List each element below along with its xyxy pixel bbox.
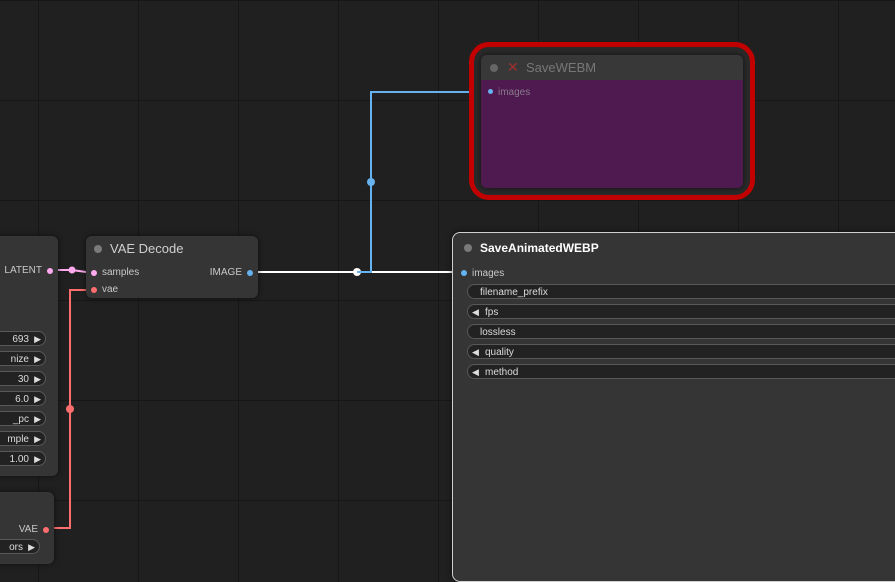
save-webm-title: SaveWEBM bbox=[526, 60, 597, 75]
arrow-right-icon[interactable]: ▶ bbox=[34, 374, 41, 384]
webp-images-input-label: images bbox=[472, 268, 505, 279]
latent-output-dot[interactable] bbox=[47, 268, 53, 274]
denoise-widget[interactable]: 1.00▶ bbox=[0, 451, 46, 466]
webm-images-input-label: images bbox=[498, 87, 531, 98]
save-animated-webp-node[interactable]: SaveAnimatedWEBP images filename_prefix … bbox=[452, 232, 895, 582]
sampler-node[interactable]: LATENT 693▶ nize▶ 30▶ 6.0▶ _pc▶ mple▶ 1.… bbox=[0, 236, 58, 476]
missing-node-x-icon: ✕ bbox=[507, 59, 519, 75]
quality-widget[interactable]: ◀quality bbox=[467, 344, 895, 359]
vae-name-widget[interactable]: ors▶ bbox=[0, 539, 40, 554]
control-after-generate-widget[interactable]: nize▶ bbox=[0, 351, 46, 366]
image-output-dot[interactable] bbox=[247, 270, 253, 276]
collapse-dot-icon[interactable] bbox=[464, 244, 472, 252]
vae-loader-node[interactable]: VAE ors▶ bbox=[0, 492, 54, 564]
seed-widget[interactable]: 693▶ bbox=[0, 331, 46, 346]
vae-input-label: vae bbox=[102, 284, 119, 295]
arrow-right-icon[interactable]: ▶ bbox=[34, 354, 41, 364]
save-webp-title: SaveAnimatedWEBP bbox=[480, 241, 599, 255]
collapse-dot-icon[interactable] bbox=[490, 64, 498, 72]
image-output-label: IMAGE bbox=[209, 267, 242, 278]
latent-output-label: LATENT bbox=[4, 265, 42, 276]
collapse-dot-icon[interactable] bbox=[94, 245, 102, 253]
vae-output-dot[interactable] bbox=[43, 527, 49, 533]
samples-input-label: samples bbox=[102, 267, 140, 278]
arrow-right-icon[interactable]: ▶ bbox=[34, 434, 41, 444]
webm-images-input-dot[interactable] bbox=[488, 89, 493, 94]
arrow-right-icon[interactable]: ▶ bbox=[34, 454, 41, 464]
fps-widget[interactable]: ◀fps bbox=[467, 304, 895, 319]
arrow-right-icon[interactable]: ▶ bbox=[34, 394, 41, 404]
cfg-widget[interactable]: 6.0▶ bbox=[0, 391, 46, 406]
save-webm-node[interactable]: ✕ SaveWEBM images bbox=[481, 55, 743, 188]
vae-output-label: VAE bbox=[18, 524, 38, 535]
latent-link-midpoint bbox=[68, 266, 76, 274]
arrow-right-icon[interactable]: ▶ bbox=[28, 542, 35, 552]
save-webm-title-bar[interactable]: ✕ SaveWEBM bbox=[481, 55, 743, 80]
scheduler-widget[interactable]: mple▶ bbox=[0, 431, 46, 446]
filename-prefix-widget[interactable]: filename_prefix bbox=[467, 284, 895, 299]
steps-widget[interactable]: 30▶ bbox=[0, 371, 46, 386]
vae-input-dot[interactable] bbox=[91, 287, 97, 293]
arrow-left-icon[interactable]: ◀ bbox=[472, 367, 479, 377]
sampler-name-widget[interactable]: _pc▶ bbox=[0, 411, 46, 426]
lossless-widget[interactable]: lossless bbox=[467, 324, 895, 339]
webp-images-input-dot[interactable] bbox=[461, 270, 467, 276]
image-link-webm-midpoint bbox=[367, 178, 375, 186]
arrow-right-icon[interactable]: ▶ bbox=[34, 414, 41, 424]
method-widget[interactable]: ◀method bbox=[467, 364, 895, 379]
image-link-webp-midpoint bbox=[353, 268, 361, 276]
arrow-left-icon[interactable]: ◀ bbox=[472, 347, 479, 357]
arrow-right-icon[interactable]: ▶ bbox=[34, 334, 41, 344]
samples-input-dot[interactable] bbox=[91, 270, 97, 276]
vae-decode-title-bar[interactable]: VAE Decode bbox=[86, 236, 258, 262]
arrow-left-icon[interactable]: ◀ bbox=[472, 307, 479, 317]
vae-link-midpoint bbox=[66, 405, 74, 413]
save-webp-title-bar[interactable]: SaveAnimatedWEBP bbox=[453, 233, 895, 263]
vae-decode-node[interactable]: VAE Decode samples vae IMAGE bbox=[86, 236, 258, 298]
vae-decode-title: VAE Decode bbox=[110, 241, 184, 256]
